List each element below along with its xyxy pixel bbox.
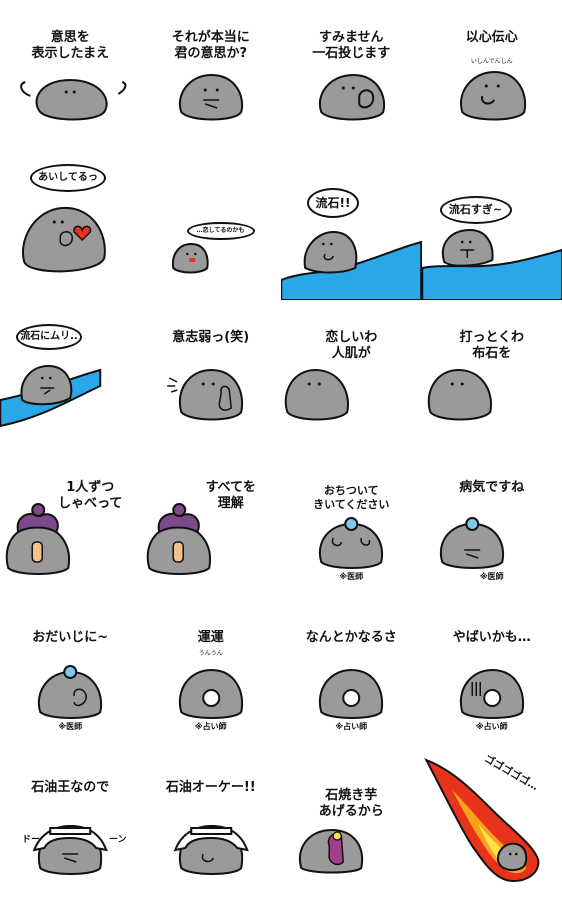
sticker-12[interactable]: 打っとくわ 布石を — [422, 300, 562, 450]
sticker-13[interactable]: 1人ずつ しゃべって — [0, 450, 141, 600]
rock-stretching-arms-icon — [20, 78, 127, 121]
sticker-6[interactable]: …恋してるのかも — [141, 150, 282, 300]
caption: 1人ずつ しゃべって — [58, 480, 123, 511]
caption: 運運 — [197, 630, 224, 645]
rock-oil-king-icon — [173, 824, 249, 875]
rock-in-river-icon — [281, 230, 422, 300]
sticker-8[interactable]: 流石すぎ~ — [421, 150, 562, 300]
rock-throwing-stone-icon — [318, 73, 386, 121]
sticker-1[interactable]: 意思を 表示したまえ — [0, 0, 141, 150]
caption: 意志弱っ(笑) — [172, 330, 250, 345]
caption: 恋しいわ 人肌が — [325, 330, 378, 361]
caption: 意思を 表示したまえ — [31, 30, 110, 61]
ruby: いしんでんしん — [470, 58, 513, 65]
sound-effect-right: ーン — [108, 835, 127, 845]
caption: すみません 一石投じます — [312, 30, 391, 61]
sticker-14[interactable]: すべてを 理解 — [141, 450, 282, 600]
rock-doctor-icon — [439, 517, 504, 569]
rock-face-icon — [427, 368, 492, 421]
rock-face-icon — [284, 368, 349, 421]
speech-bubble: 流石すぎ~ — [439, 196, 512, 224]
rock-fortune-teller-icon — [178, 668, 243, 719]
sticker-9[interactable]: 流石にムリ.. — [0, 300, 141, 450]
rock-heart-hand-icon — [459, 70, 526, 121]
role-tag: ※医師 — [339, 572, 364, 581]
rock-in-river-icon — [0, 364, 102, 428]
ruby: うんうん — [198, 650, 223, 657]
rock-in-river-icon — [421, 228, 562, 300]
rock-oil-king-icon — [32, 824, 108, 875]
speech-bubble: あいしてるっ — [30, 164, 106, 192]
rock-with-hair-bun-icon — [146, 503, 211, 575]
sticker-17[interactable]: おだいじに~ ※医師 — [0, 600, 141, 750]
role-tag: ※占い師 — [475, 722, 508, 731]
caption: やばいかも… — [452, 630, 531, 645]
rock-doctor-icon — [37, 665, 103, 719]
sticker-21[interactable]: 石油王なので ドー ーン — [0, 750, 141, 900]
speech-bubble: 流石!! — [307, 188, 359, 218]
sticker-15[interactable]: おちついて きいてください ※医師 — [281, 450, 422, 600]
sticker-23[interactable]: 石焼き芋 あげるから — [281, 750, 422, 900]
rock-blowing-kiss-icon — [22, 206, 106, 273]
sticker-18[interactable]: 運運 うんうん ※占い師 — [141, 600, 282, 750]
rock-fortune-teller-icon — [318, 668, 384, 719]
rock-fortune-teller-icon — [459, 668, 524, 719]
sticker-24[interactable]: ゴゴゴゴゴ… — [422, 750, 562, 900]
caption: それが本当に 君の意思か? — [171, 30, 250, 61]
rock-sweet-potato-icon — [298, 828, 364, 874]
rock-with-hair-bun-icon — [5, 503, 70, 575]
role-tag: ※医師 — [479, 572, 504, 581]
speech-bubble: …恋してるのかも — [186, 222, 255, 240]
caption: 打っとくわ 布石を — [459, 330, 525, 361]
caption: 石焼き芋 あげるから — [318, 788, 384, 819]
caption: おちついて きいてください — [313, 484, 390, 511]
caption: 石油オーケー!! — [165, 780, 256, 795]
speech-bubble: 流石にムリ.. — [16, 324, 82, 350]
sticker-3[interactable]: すみません 一石投じます — [281, 0, 422, 150]
sound-effect-left: ドー — [22, 835, 41, 845]
flaming-meteor-rock-icon — [423, 758, 539, 882]
rock-face-icon — [178, 73, 243, 121]
rock-doctor-icon — [318, 517, 384, 569]
caption: すべてを 理解 — [205, 480, 256, 511]
caption: 以心伝心 — [465, 30, 518, 45]
small-rock-blushing-icon — [171, 242, 209, 274]
caption: 石油王なので — [31, 780, 110, 795]
role-tag: ※医師 — [58, 722, 83, 731]
sticker-2[interactable]: それが本当に 君の意思か? — [141, 0, 282, 150]
role-tag: ※占い師 — [194, 722, 227, 731]
caption: おだいじに~ — [32, 630, 109, 645]
sticker-10[interactable]: 意志弱っ(笑) — [141, 300, 282, 450]
sticker-11[interactable]: 恋しいわ 人肌が — [281, 300, 422, 450]
sticker-22[interactable]: 石油オーケー!! — [141, 750, 282, 900]
caption: 病気ですね — [459, 480, 525, 495]
rock-thumbs-up-icon — [166, 368, 243, 421]
caption: なんとかなるさ — [305, 630, 397, 645]
sticker-19[interactable]: なんとかなるさ ※占い師 — [281, 600, 422, 750]
role-tag: ※占い師 — [335, 722, 368, 731]
sticker-16[interactable]: 病気ですね ※医師 — [422, 450, 562, 600]
sticker-5[interactable]: あいしてるっ — [0, 150, 141, 300]
sticker-20[interactable]: やばいかも… ※占い師 — [422, 600, 562, 750]
sticker-4[interactable]: 以心伝心 いしんでんしん — [422, 0, 562, 150]
sticker-7[interactable]: 流石!! — [281, 150, 422, 300]
